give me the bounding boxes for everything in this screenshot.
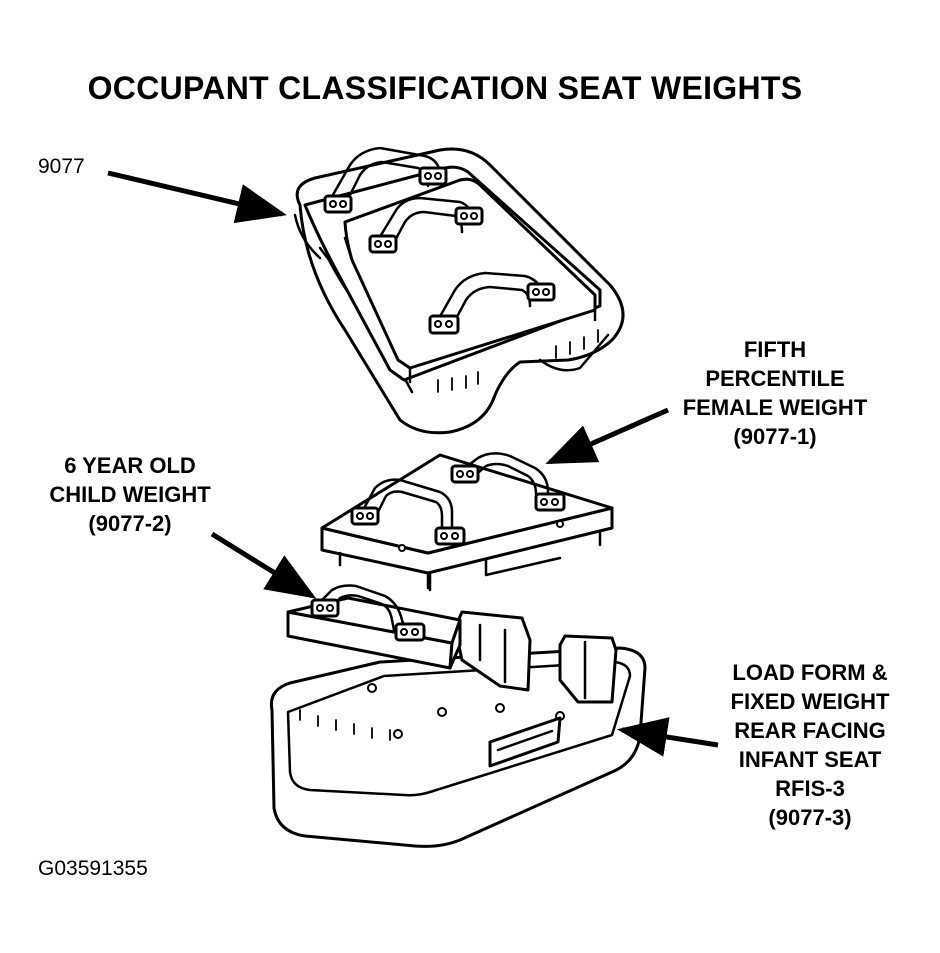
load-form-base bbox=[269, 610, 647, 848]
label-line: FIFTH bbox=[743, 337, 807, 362]
leader-arrows bbox=[107, 170, 719, 757]
label-line: RFIS-3 bbox=[775, 776, 845, 801]
child-weight-plate bbox=[286, 584, 462, 670]
label-fifth-percentile-female-weight: FIFTH PERCENTILE FEMALE WEIGHT (9077-1) bbox=[660, 335, 890, 451]
arrow-load-form bbox=[617, 717, 719, 757]
label-line: FIXED WEIGHT bbox=[730, 689, 890, 714]
figure-id: G03591355 bbox=[38, 857, 148, 880]
assembled-weight-set bbox=[293, 146, 625, 435]
fifth-percentile-female-weight-plate bbox=[320, 452, 614, 592]
label-9077: 9077 bbox=[38, 155, 85, 178]
label-line: (9077-1) bbox=[733, 424, 817, 449]
label-line: LOAD FORM & bbox=[732, 660, 888, 685]
arrow-9077 bbox=[107, 170, 287, 224]
arrow-fifth-percentile bbox=[545, 407, 670, 465]
label-line: FEMALE WEIGHT bbox=[682, 395, 868, 420]
label-line: 6 YEAR OLD bbox=[64, 453, 196, 478]
arrow-child-weight bbox=[210, 531, 317, 599]
label-line: REAR FACING bbox=[734, 718, 886, 743]
diagram-title: OCCUPANT CLASSIFICATION SEAT WEIGHTS bbox=[87, 70, 803, 106]
label-load-form-fixed-weight: LOAD FORM & FIXED WEIGHT REAR FACING INF… bbox=[700, 658, 920, 832]
label-line: CHILD WEIGHT bbox=[49, 482, 211, 507]
label-line: PERCENTILE bbox=[705, 366, 845, 391]
label-6-year-old-child-weight: 6 YEAR OLD CHILD WEIGHT (9077-2) bbox=[20, 451, 240, 538]
label-line: (9077-3) bbox=[768, 805, 852, 830]
label-line: INFANT SEAT bbox=[738, 747, 882, 772]
label-line: (9077-2) bbox=[88, 511, 172, 536]
